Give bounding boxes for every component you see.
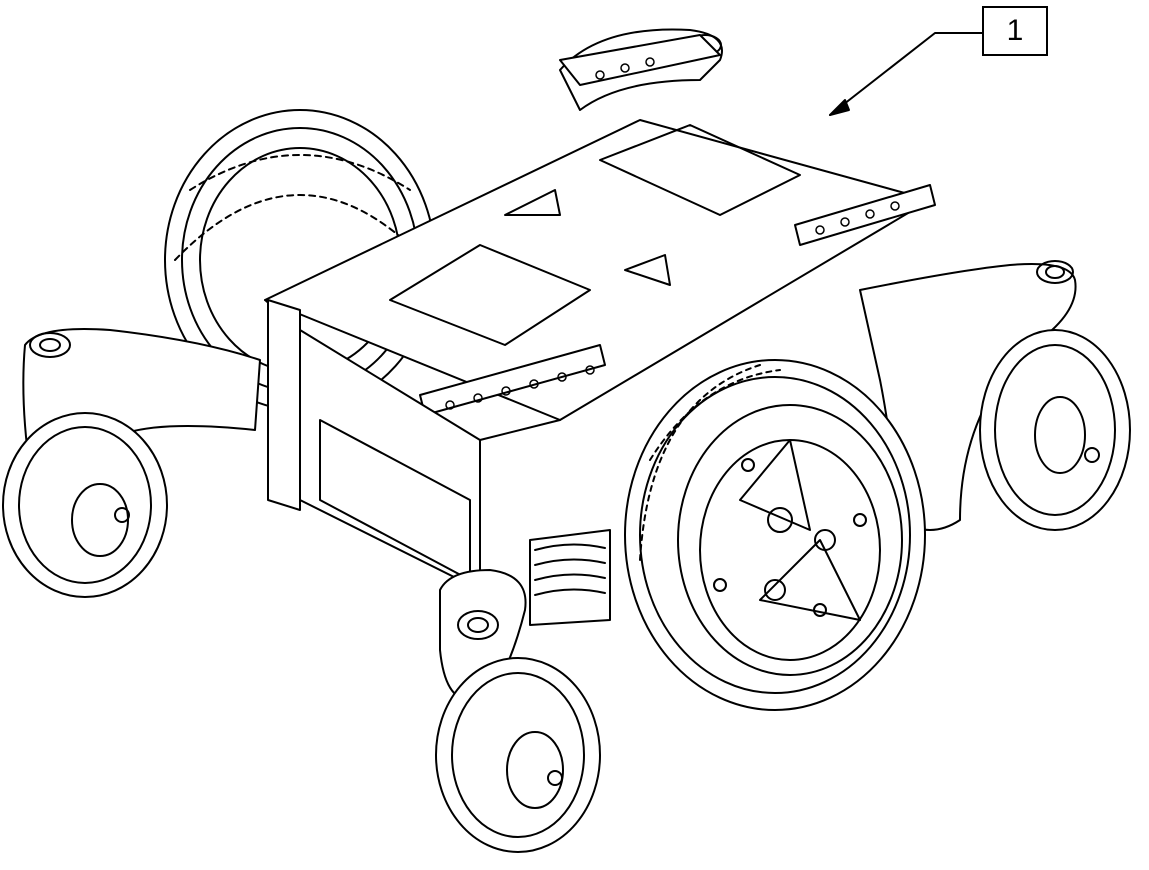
front-caster-wheel <box>435 657 601 853</box>
main-frame <box>264 34 936 591</box>
callout-leader <box>829 32 983 116</box>
suspension-spring <box>529 529 611 626</box>
front-right-drive-wheel <box>624 359 926 711</box>
left-caster-wheel <box>2 412 168 598</box>
callout-1: 1 <box>982 6 1048 56</box>
right-caster-wheel <box>979 329 1131 531</box>
